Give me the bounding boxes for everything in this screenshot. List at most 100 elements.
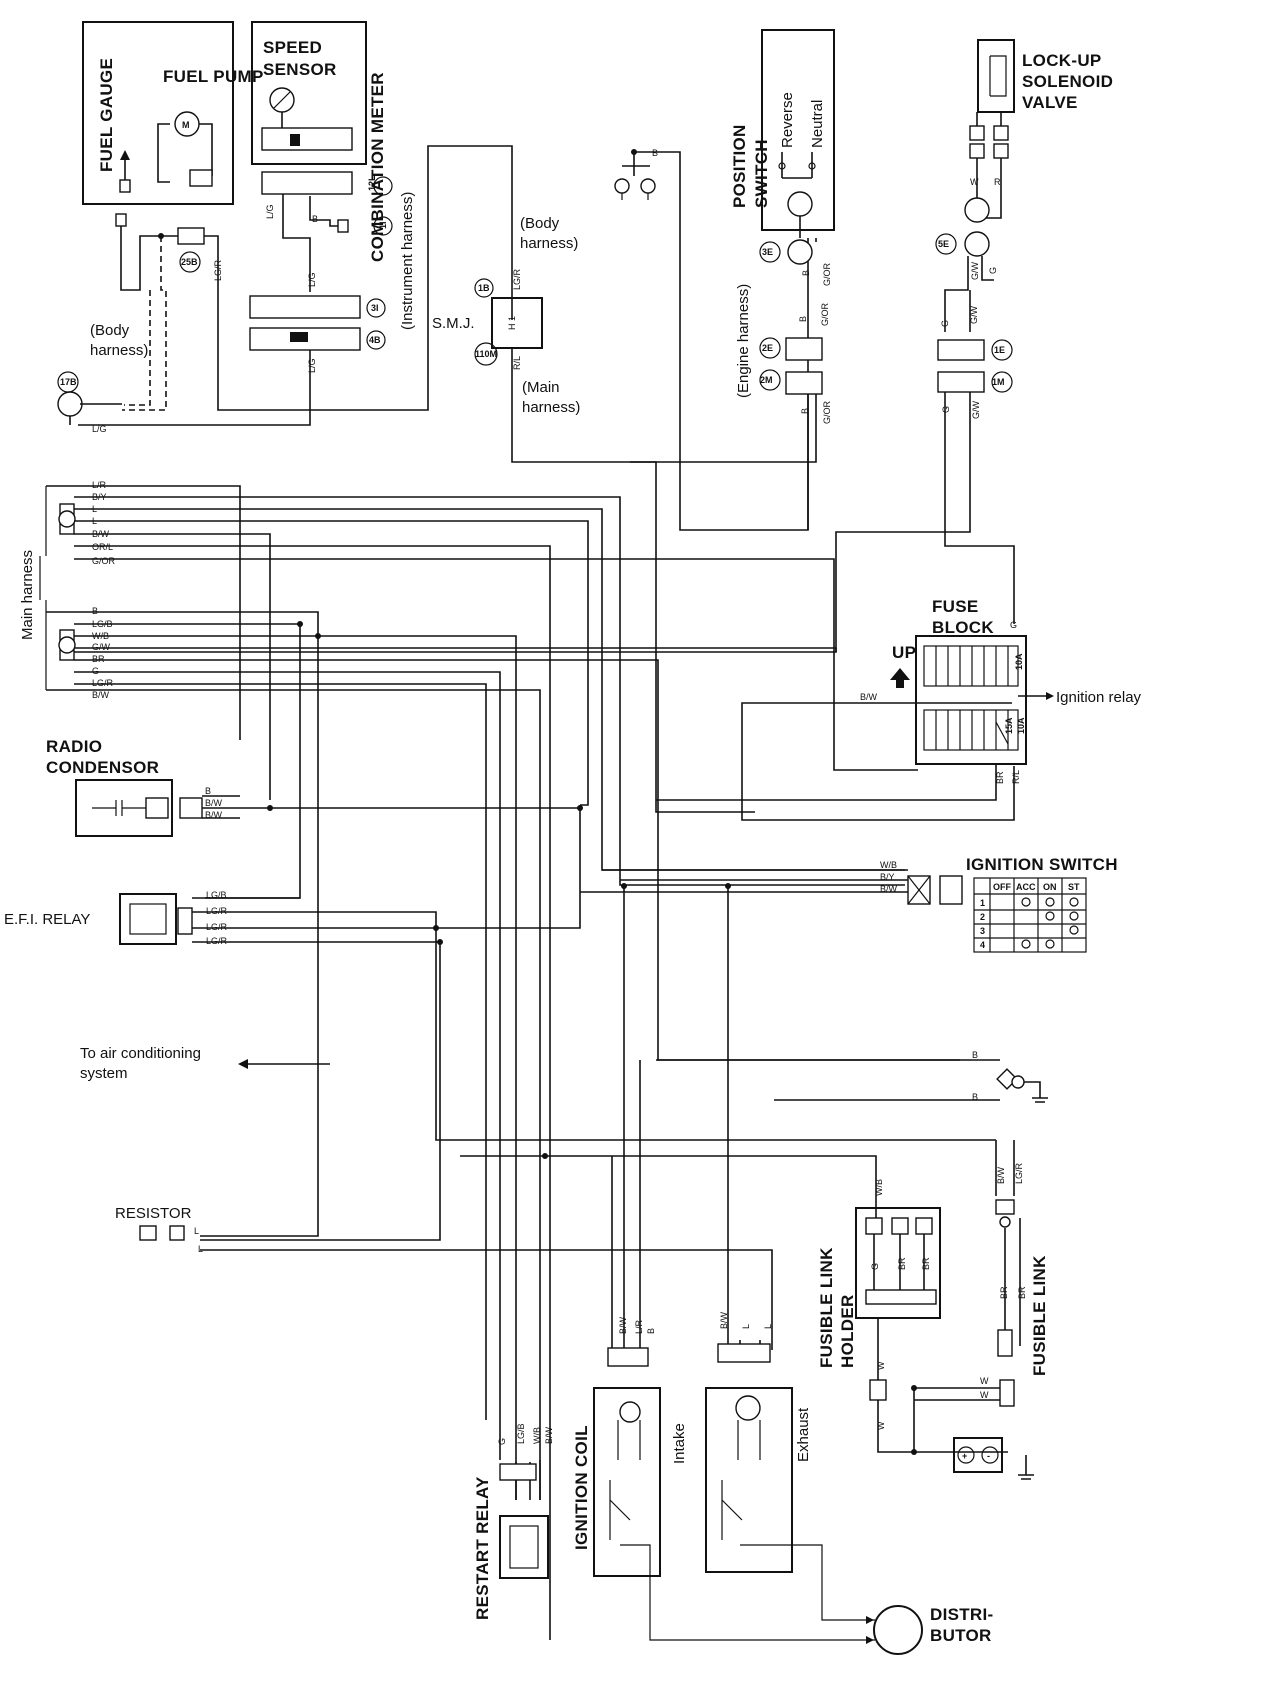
svg-text:17B: 17B: [60, 377, 77, 387]
svg-text:R: R: [994, 177, 1001, 187]
ignition-switch: IGNITION SWITCH OFF ACC ON ST 1 2 3 4: [907, 855, 1118, 953]
svg-text:RESTART RELAY: RESTART RELAY: [473, 1476, 492, 1620]
svg-text:G/W: G/W: [970, 261, 980, 280]
svg-text:S.M.J.: S.M.J.: [432, 315, 475, 332]
svg-text:LG/B: LG/B: [516, 1423, 526, 1444]
svg-text:G/W: G/W: [971, 400, 981, 419]
svg-text:10A: 10A: [1014, 653, 1024, 670]
fuel-gauge-unit: FUEL GAUGE FUEL PUMP M: [82, 21, 264, 205]
svg-text:G/OR: G/OR: [822, 262, 832, 286]
svg-text:G: G: [988, 267, 998, 274]
connector-code-1i: [373, 216, 393, 236]
svg-text:M: M: [182, 120, 190, 130]
svg-text:15A: 15A: [1004, 717, 1014, 734]
svg-text:BR: BR: [999, 1286, 1009, 1299]
svg-text:BR: BR: [897, 1257, 907, 1270]
svg-text:1B: 1B: [478, 283, 490, 293]
svg-text:G: G: [941, 406, 951, 413]
svg-text:UP: UP: [892, 643, 916, 662]
ground-right: B B: [656, 1050, 1048, 1103]
svg-text:B: B: [798, 316, 808, 322]
svg-text:B/W: B/W: [618, 1316, 628, 1334]
fuel-gauge-label: FUEL GAUGE: [97, 58, 116, 172]
svg-text:BR: BR: [1017, 1286, 1027, 1299]
svg-text:B: B: [801, 270, 811, 276]
exhaust-coil: Exhaust B/W L L: [705, 1311, 875, 1621]
svg-text:LG/R: LG/R: [92, 678, 114, 688]
svg-text:LG/R: LG/R: [213, 259, 223, 281]
svg-text:1M: 1M: [992, 377, 1005, 387]
svg-text:B/W: B/W: [996, 1166, 1006, 1184]
engine-harness-label: (Engine harness): [735, 284, 752, 398]
svg-text:2E: 2E: [762, 343, 773, 353]
connector-3i: [249, 295, 361, 319]
svg-text:12L: 12L: [367, 175, 377, 191]
svg-text:BR: BR: [921, 1257, 931, 1270]
svg-text:IGNITION COIL: IGNITION COIL: [572, 1425, 591, 1550]
svg-text:L: L: [198, 1244, 203, 1254]
svg-text:ACC: ACC: [1016, 882, 1036, 892]
svg-text:W: W: [980, 1376, 989, 1386]
svg-text:B/W: B/W: [544, 1426, 554, 1444]
combination-meter-label: COMBINATION METER: [368, 72, 387, 262]
svg-text:G/OR: G/OR: [92, 556, 116, 566]
efi-relay: E.F.I. RELAY: [4, 893, 193, 945]
distributor: DISTRI-BUTOR: [866, 1605, 993, 1655]
svg-text:2M: 2M: [760, 375, 773, 385]
ground-connectors-top: B: [614, 148, 658, 200]
svg-text:R/L: R/L: [512, 356, 522, 370]
svg-text:W: W: [876, 1361, 886, 1370]
svg-text:L/G: L/G: [265, 204, 275, 219]
restart-relay: RESTART RELAY G LG/B W/B B/W: [473, 1400, 554, 1620]
svg-text:LG/R: LG/R: [206, 922, 228, 932]
svg-text:2: 2: [980, 912, 985, 922]
svg-text:G: G: [497, 1438, 507, 1445]
ignition-coil: IGNITION COIL Intake B/W L/R B: [572, 1316, 875, 1641]
svg-text:Neutral: Neutral: [809, 100, 826, 148]
svg-text:G/OR: G/OR: [820, 302, 830, 326]
svg-text:Reverse: Reverse: [779, 92, 796, 148]
svg-text:Ignition relay: Ignition relay: [1056, 689, 1142, 706]
svg-text:5E: 5E: [938, 239, 949, 249]
svg-text:25B: 25B: [181, 257, 198, 267]
svg-text:E.F.I. RELAY: E.F.I. RELAY: [4, 911, 90, 928]
svg-text:B: B: [312, 214, 318, 224]
svg-text:L/R: L/R: [634, 1319, 644, 1334]
svg-text:H 1: H 1: [507, 316, 517, 330]
svg-text:B: B: [92, 606, 98, 616]
svg-text:4B: 4B: [369, 335, 381, 345]
svg-text:3I: 3I: [371, 303, 379, 313]
svg-text:W: W: [876, 1421, 886, 1430]
svg-text:LG/R: LG/R: [206, 906, 228, 916]
svg-text:G/W: G/W: [92, 642, 111, 652]
svg-text:B: B: [972, 1092, 978, 1102]
svg-text:G/W: G/W: [969, 305, 979, 324]
svg-text:1E: 1E: [994, 345, 1005, 355]
svg-text:Exhaust: Exhaust: [795, 1407, 812, 1462]
svg-text:BR: BR: [995, 771, 1005, 784]
svg-text:L: L: [741, 1324, 751, 1329]
svg-text:W/B: W/B: [880, 860, 897, 870]
svg-text:L: L: [763, 1324, 773, 1329]
svg-text:1: 1: [980, 898, 985, 908]
svg-text:IGNITION SWITCH: IGNITION SWITCH: [966, 855, 1118, 874]
svg-text:110M: 110M: [475, 349, 497, 359]
svg-text:G: G: [92, 666, 99, 676]
svg-text:L/G: L/G: [307, 272, 317, 287]
svg-text:4: 4: [980, 940, 985, 950]
main-harness-connector-lower: [58, 629, 76, 661]
svg-text:FUSIBLE LINK: FUSIBLE LINK: [1030, 1255, 1049, 1376]
svg-text:Intake: Intake: [671, 1423, 688, 1464]
svg-text:W: W: [970, 177, 979, 187]
svg-text:DISTRI-BUTOR: DISTRI-BUTOR: [930, 1605, 993, 1645]
svg-text:LG/B: LG/B: [206, 890, 227, 900]
fuel-pump-label: FUEL PUMP: [163, 67, 264, 86]
